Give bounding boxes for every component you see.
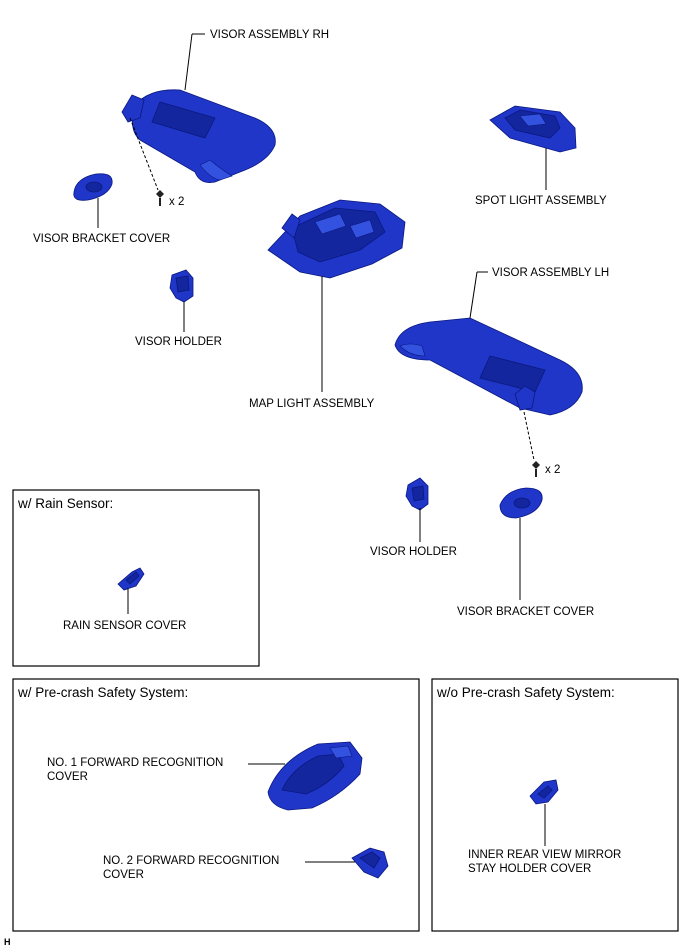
no1-forward-recognition-label-line2: COVER: [47, 771, 88, 783]
precrash-box-title: w/ Pre-crash Safety System:: [17, 685, 188, 700]
visor-holder-lh: [405, 477, 429, 511]
visor-lh-leader: [469, 271, 478, 319]
rain-sensor-box: [12, 489, 260, 667]
visor-assembly-lh-label: VISOR ASSEMBLY LH: [492, 267, 609, 279]
precrash-box: [12, 678, 420, 932]
inner-mirror-cover-label-line2: STAY HOLDER COVER: [468, 863, 591, 875]
screw-rh: [156, 190, 164, 206]
visor-assembly-lh: [394, 317, 583, 416]
visor-bracket-cover-rh-label: VISOR BRACKET COVER: [33, 233, 170, 245]
rain-sensor-cover-label: RAIN SENSOR COVER: [63, 620, 186, 632]
no1-forward-recognition-cover: [267, 741, 363, 811]
visor-bracket-cover-lh: [499, 487, 543, 519]
no1-forward-recognition-label-line1: NO. 1 FORWARD RECOGNITION: [47, 757, 223, 769]
inner-mirror-cover-label-line1: INNER REAR VIEW MIRROR: [468, 849, 621, 861]
screw-qty-lh: x 2: [545, 464, 560, 476]
screw-lh: [532, 461, 540, 477]
rain-sensor-cover: [117, 567, 145, 591]
spot-light-assembly-label: SPOT LIGHT ASSEMBLY: [475, 195, 607, 207]
screw-qty-rh: x 2: [169, 196, 184, 208]
visor-rh-screw-path: [129, 117, 159, 191]
no2-forward-recognition-label-line1: NO. 2 FORWARD RECOGNITION: [103, 855, 279, 867]
spot-light-assembly: [489, 105, 577, 153]
visor-assembly-rh-label: VISOR ASSEMBLY RH: [210, 29, 329, 41]
visor-rh-leader: [184, 33, 193, 91]
visor-holder-rh-label: VISOR HOLDER: [135, 336, 222, 348]
no2-forward-recognition-cover: [351, 847, 389, 879]
visor-lh-screw-path: [523, 411, 535, 461]
map-light-assembly-label: MAP LIGHT ASSEMBLY: [249, 398, 375, 410]
corner-mark: H: [4, 937, 11, 947]
visor-holder-lh-label: VISOR HOLDER: [370, 546, 457, 558]
visor-assembly-rh: [121, 89, 276, 183]
rain-sensor-box-title: w/ Rain Sensor:: [17, 496, 113, 511]
no2-forward-recognition-label-line2: COVER: [103, 869, 144, 881]
inner-rear-view-mirror-stay-holder-cover: [529, 779, 559, 805]
visor-holder-rh: [169, 269, 194, 303]
visor-bracket-cover-lh-label: VISOR BRACKET COVER: [457, 606, 594, 618]
no-precrash-box: [431, 678, 679, 932]
visor-bracket-cover-rh: [73, 173, 113, 201]
no-precrash-box-title: w/o Pre-crash Safety System:: [436, 685, 615, 700]
map-light-assembly: [267, 199, 406, 279]
